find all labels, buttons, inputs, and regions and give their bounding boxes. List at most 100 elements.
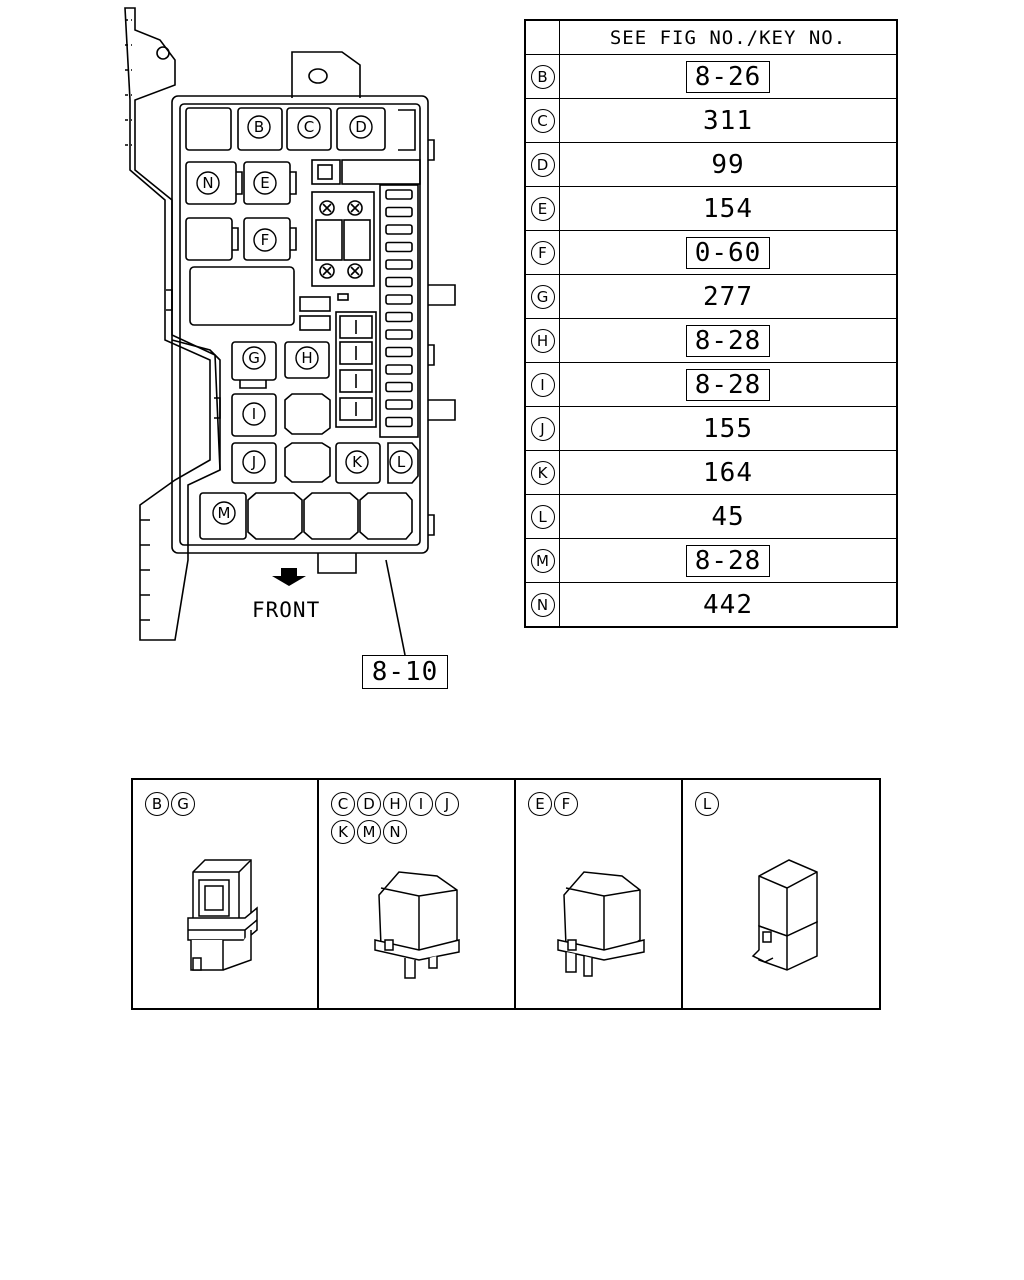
key-cell: M xyxy=(524,538,560,583)
key-cell: K xyxy=(524,450,560,495)
position-marker-k: K xyxy=(345,450,369,474)
ref-cell: 8-28 xyxy=(559,362,898,407)
relay-key-letter: B xyxy=(145,792,169,816)
fuse-slot xyxy=(385,346,413,358)
ref-value: 154 xyxy=(703,193,753,224)
ref-value: 442 xyxy=(703,589,753,620)
position-marker-i: I xyxy=(242,402,266,426)
svg-text:L: L xyxy=(397,453,406,471)
table-row: N 442 xyxy=(524,582,898,628)
relay-key-letter: L xyxy=(695,792,720,816)
svg-text:F: F xyxy=(261,231,270,249)
fuse-slot xyxy=(385,241,413,253)
key-letter: K xyxy=(530,460,555,485)
ref-value: 8-28 xyxy=(685,544,771,577)
ref-cell: 8-28 xyxy=(559,318,898,363)
key-letter: N xyxy=(530,592,555,617)
key-cell: N xyxy=(524,582,560,628)
ref-cell: 8-26 xyxy=(559,54,898,99)
front-label: FRONT xyxy=(252,598,321,622)
relay-key-letter: I xyxy=(409,792,433,816)
relay-key-letter: H xyxy=(383,792,407,816)
key-cell: J xyxy=(524,406,560,451)
position-marker-g: G xyxy=(242,346,266,370)
fuse-slot xyxy=(385,206,413,218)
fuse-slot xyxy=(385,276,413,288)
key-letter: I xyxy=(530,372,555,397)
ref-cell: 277 xyxy=(559,274,898,319)
fuse-slot xyxy=(385,189,413,200)
relay-type-3-drawing xyxy=(557,871,645,977)
fuse-slot xyxy=(385,364,413,375)
table-row: M 8-28 xyxy=(524,538,898,583)
ref-cell: 99 xyxy=(559,142,898,187)
table-row: J 155 xyxy=(524,406,898,451)
svg-text:N: N xyxy=(202,174,213,192)
relay-key-letter: M xyxy=(357,820,381,844)
relay-type-1-drawing xyxy=(187,859,258,971)
fuse-slot xyxy=(385,259,413,270)
svg-text:E: E xyxy=(260,174,269,192)
ref-cell: 442 xyxy=(559,582,898,628)
ref-value: 45 xyxy=(711,501,745,532)
ref-value: 311 xyxy=(703,105,753,136)
key-letter: C xyxy=(530,108,555,133)
key-letter: M xyxy=(530,548,555,573)
svg-text:H: H xyxy=(301,349,312,367)
ref-value: 8-28 xyxy=(685,324,771,357)
ref-value: 8-26 xyxy=(685,60,771,93)
relay-key-letter: F xyxy=(553,792,578,816)
relay-key-letter: J xyxy=(435,792,459,816)
position-marker-j: J xyxy=(242,450,266,474)
fuse-slot xyxy=(385,311,413,323)
table-header-blank xyxy=(524,19,560,55)
relay-key-letter: K xyxy=(331,820,355,844)
key-letter: J xyxy=(530,416,555,441)
ref-cell: 45 xyxy=(559,494,898,539)
key-letter: L xyxy=(530,504,555,529)
relay-type-4-drawing xyxy=(751,859,818,971)
relay-type-cell: L xyxy=(683,780,879,1008)
key-cell: D xyxy=(524,142,560,187)
key-cell: G xyxy=(524,274,560,319)
position-marker-f: F xyxy=(253,228,277,252)
relay-type-2-drawing xyxy=(374,871,460,979)
fuse-slot xyxy=(385,399,413,410)
fuse-slot xyxy=(385,329,413,340)
fuse-slot xyxy=(385,381,413,393)
table-row: L 45 xyxy=(524,494,898,539)
key-cell: E xyxy=(524,186,560,231)
relay-key-letter: D xyxy=(357,792,381,816)
ref-value: 164 xyxy=(703,457,753,488)
svg-text:J: J xyxy=(251,453,256,471)
relay-key-letter: N xyxy=(383,820,407,844)
table-header-row: SEE FIG NO./KEY NO. xyxy=(524,19,898,55)
key-cell: L xyxy=(524,494,560,539)
key-letter: B xyxy=(530,64,555,89)
ref-cell: 155 xyxy=(559,406,898,451)
key-letter: D xyxy=(530,152,555,177)
ref-cell: 164 xyxy=(559,450,898,495)
key-cell: F xyxy=(524,230,560,275)
relay-type-keys: L xyxy=(695,792,865,820)
ref-value: 155 xyxy=(703,413,753,444)
position-marker-l: L xyxy=(389,450,413,474)
position-marker-b: B xyxy=(247,115,271,139)
fuse-slot xyxy=(385,294,413,305)
fuse-slot xyxy=(385,416,413,428)
position-marker-h: H xyxy=(295,346,319,370)
relay-key-letter: E xyxy=(527,792,552,816)
key-cell: B xyxy=(524,54,560,99)
svg-text:I: I xyxy=(252,405,256,423)
